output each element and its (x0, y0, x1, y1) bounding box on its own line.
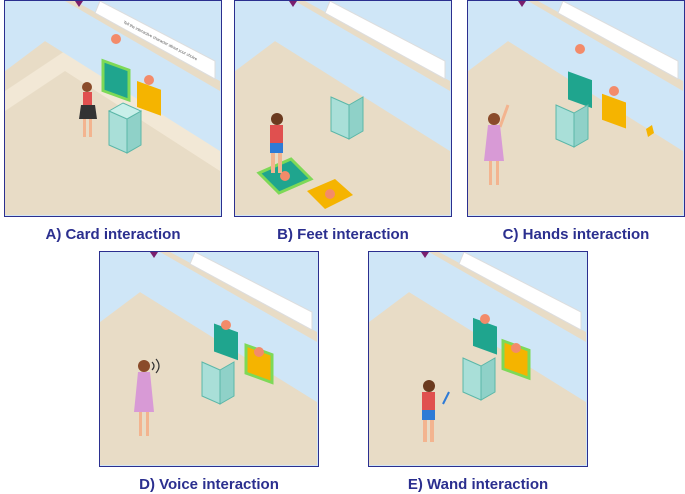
scene-card: Tell the interactive character about you… (4, 0, 222, 217)
panel-voice-interaction: D) Voice interaction (99, 251, 319, 494)
scene-wand (368, 251, 588, 467)
corner-marker (289, 1, 297, 7)
teal-card-icon (214, 323, 238, 361)
scene-hands (467, 0, 685, 217)
corner-marker (421, 252, 429, 258)
corner-marker (518, 1, 526, 7)
teal-card-icon (473, 317, 497, 355)
panel-feet-interaction: B) Feet interaction (234, 0, 452, 245)
caption-voice: D) Voice interaction (139, 476, 279, 493)
scene-feet (234, 0, 452, 217)
caption-card: A) Card interaction (45, 226, 181, 243)
panel-hands-interaction: C) Hands interaction (467, 0, 685, 245)
girl-figure (134, 360, 154, 436)
panel-wand-interaction: E) Wand interaction (368, 251, 588, 494)
girl-figure (79, 82, 97, 137)
boy-figure (422, 380, 435, 442)
yellow-card-icon (137, 81, 161, 116)
panel-card-interaction: Tell the interactive character about you… (4, 0, 222, 245)
corner-marker (150, 252, 158, 258)
girl-figure (484, 104, 510, 185)
hand-icon (646, 125, 654, 137)
teal-card-icon (568, 71, 592, 109)
scene-voice (99, 251, 319, 467)
caption-wand: E) Wand interaction (407, 476, 549, 493)
voice-waves-icon (151, 358, 160, 374)
yellow-card-icon (602, 93, 626, 129)
corner-marker (75, 1, 83, 7)
boy-figure (270, 113, 283, 173)
teal-card-icon (101, 58, 131, 103)
wand-icon (442, 391, 450, 405)
caption-hands: C) Hands interaction (502, 226, 650, 243)
caption-feet: B) Feet interaction (277, 226, 409, 243)
